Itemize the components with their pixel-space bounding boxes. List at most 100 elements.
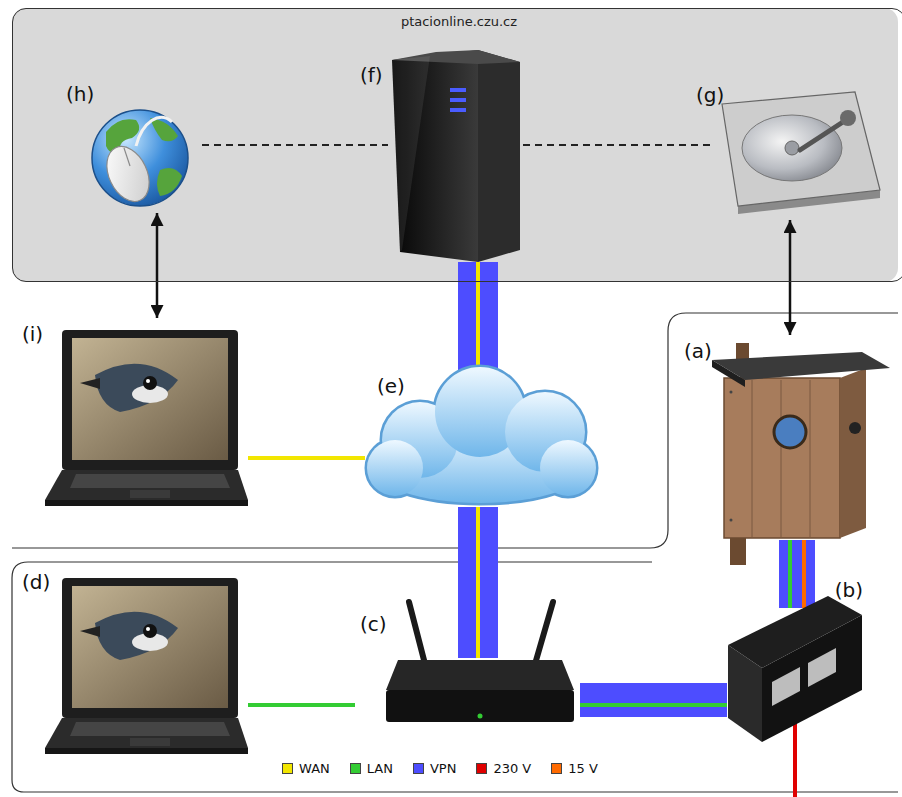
hard-disk-icon (722, 92, 880, 214)
legend-swatch (413, 763, 424, 774)
poe-injector-icon (728, 596, 862, 668)
legend-entry: VPN (413, 761, 456, 776)
cable (790, 540, 804, 608)
router-icon (535, 602, 553, 664)
cable-strand (476, 262, 480, 372)
legend-entry: LAN (350, 761, 393, 776)
cable-strand (248, 703, 355, 707)
laptop-icon (72, 338, 228, 460)
laptop-icon (80, 378, 100, 389)
cable-strand (779, 540, 815, 608)
birdhouse-icon (781, 380, 782, 537)
laptop-icon (130, 490, 170, 498)
dashed-link (202, 145, 388, 146)
cloud-icon (367, 367, 596, 503)
connector-line (789, 220, 792, 335)
server-icon (450, 88, 466, 92)
cable (580, 700, 727, 705)
hard-disk-icon (742, 115, 842, 181)
laptop-icon (70, 474, 230, 488)
local-region-outline (12, 562, 898, 792)
cable-strand (802, 540, 806, 608)
laptop-icon (143, 376, 157, 390)
server-icon (392, 50, 520, 262)
internet-cloud: (e) (365, 372, 595, 507)
connector-line (523, 144, 712, 146)
server-icon (450, 98, 466, 102)
cable (248, 705, 355, 706)
laptop-icon (45, 500, 248, 506)
birdhouse-icon (840, 368, 866, 538)
data-flow-arrow (157, 213, 158, 318)
birdhouse-icon (810, 380, 811, 537)
cable-strand (580, 683, 727, 717)
router-icon (478, 714, 483, 719)
legend-swatch (350, 763, 361, 774)
birdhouse-icon (712, 343, 890, 565)
legend-label: WAN (299, 761, 330, 776)
birdhouse-icon (712, 352, 890, 380)
callout-label: (c) (360, 612, 387, 636)
laptop-icon (62, 330, 238, 470)
data-flow-arrow (790, 220, 791, 335)
router-icon (386, 660, 574, 690)
legend-entry: 230 V (476, 761, 531, 776)
cable-strand (476, 507, 480, 658)
nest-box: (a) (680, 335, 892, 540)
router-icon (386, 690, 574, 722)
birdhouse-icon (752, 380, 753, 537)
legend-entry: 15 V (551, 761, 598, 776)
legend-swatch (476, 763, 487, 774)
server-icon (392, 56, 430, 252)
callout-label: (b) (835, 578, 863, 602)
laptop-icon (95, 364, 178, 412)
birdhouse-icon (849, 422, 861, 434)
legend-label: LAN (367, 761, 393, 776)
poe-injector-icon (808, 648, 836, 687)
legend-label: 230 V (493, 761, 531, 776)
web-interface: (h) (62, 78, 202, 213)
cable-strand (248, 456, 365, 460)
cloud-icon (367, 440, 423, 496)
hard-disk-icon (785, 141, 799, 155)
callout-label: (e) (377, 374, 405, 398)
router-icon (409, 602, 425, 664)
laptop-icon (45, 578, 248, 754)
globe-icon (136, 117, 172, 146)
mains-230v-wire (793, 715, 797, 797)
server: (f) (388, 55, 523, 262)
cloud-icon (540, 440, 596, 496)
globe-icon (150, 118, 178, 141)
cloud-icon (367, 367, 596, 503)
cable-strand (788, 540, 792, 608)
legend-entry: WAN (282, 761, 330, 776)
birdhouse-icon (730, 391, 733, 394)
router-icon (386, 602, 574, 722)
globe-icon (92, 110, 188, 208)
network-region-outline (12, 313, 898, 548)
hard-disk-icon (800, 120, 846, 150)
panel-title: ptacionline.czu.cz (13, 14, 902, 29)
birdhouse-icon (724, 378, 840, 538)
dashed-link (523, 145, 712, 146)
birdhouse-icon (730, 519, 733, 522)
globe-icon (124, 148, 130, 166)
cloud-icon (367, 367, 596, 503)
poe-injector: (b) (727, 608, 865, 743)
server-panel: ptacionline.czu.cz (h) (f) (g) (12, 8, 902, 282)
callout-label: (h) (66, 82, 94, 106)
globe-icon (157, 168, 182, 196)
birdhouse-icon (774, 416, 806, 448)
callout-label: (a) (684, 339, 712, 363)
cable-strand (580, 703, 727, 707)
cable-strand (458, 262, 498, 372)
globe-icon (99, 140, 158, 209)
server-panel-fill (12, 8, 898, 282)
connector-line (156, 213, 159, 318)
legend-swatch (282, 763, 293, 774)
callout-label: (g) (696, 83, 724, 107)
birdhouse-icon (712, 360, 745, 387)
legend: WAN LAN VPN 230 V 15 V (282, 761, 598, 776)
